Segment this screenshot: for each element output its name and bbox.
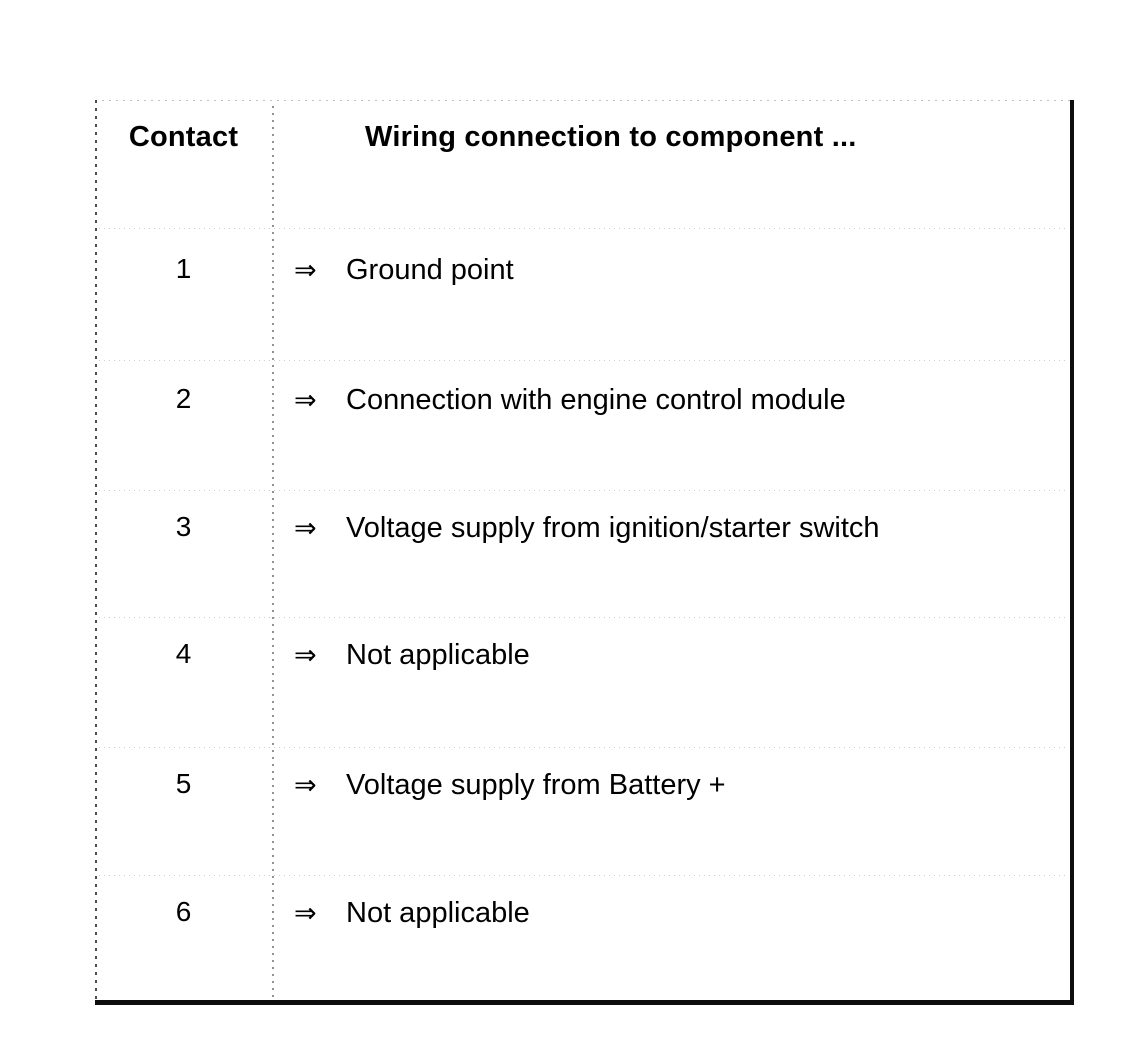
row-divider [99,360,1068,361]
row-divider [99,875,1068,876]
table-row: 4 ⇒ Not applicable [95,639,1070,671]
row-divider [99,228,1068,229]
table-row: 2 ⇒ Connection with engine control modul… [95,384,1070,416]
cell-contact-number: 6 [95,898,272,926]
table-row: 6 ⇒ Not applicable [95,897,1070,929]
contact-number: 3 [175,511,192,542]
table-row: 5 ⇒ Voltage supply from Battery + [95,769,1070,801]
table-border-bottom [95,1000,1074,1005]
cell-contact-number: 3 [95,513,272,541]
header-cell-contact: Contact [95,122,272,152]
wiring-description: Ground point [346,254,514,286]
table-row: 1 ⇒ Ground point [95,254,1070,286]
cell-contact-number: 2 [95,385,272,413]
table-header-row: Contact Wiring connection to component .… [95,121,1070,153]
row-divider [99,490,1068,491]
wiring-description: Not applicable [346,897,530,929]
contact-number: 4 [175,638,192,669]
cell-wiring-description: ⇒ Connection with engine control module [272,384,1070,416]
table-border-right [1070,100,1074,1005]
contact-number: 5 [175,768,192,799]
table-row: 3 ⇒ Voltage supply from ignition/starter… [95,512,1070,544]
wiring-description: Connection with engine control module [346,384,846,416]
contact-number: 1 [175,253,192,284]
row-divider [99,617,1068,618]
cell-contact-number: 1 [95,255,272,283]
wiring-description: Not applicable [346,639,530,671]
double-right-arrow-icon: ⇒ [294,640,317,671]
double-right-arrow-icon: ⇒ [294,385,317,416]
double-right-arrow-icon: ⇒ [294,513,317,544]
row-divider [99,747,1068,748]
double-right-arrow-icon: ⇒ [294,898,317,929]
contact-number: 6 [175,896,192,927]
column-divider [272,106,274,999]
cell-wiring-description: ⇒ Not applicable [272,639,1070,671]
contact-wiring-table: Contact Wiring connection to component .… [95,100,1074,1005]
contact-number: 2 [175,383,192,414]
cell-wiring-description: ⇒ Not applicable [272,897,1070,929]
cell-contact-number: 4 [95,640,272,668]
cell-contact-number: 5 [95,770,272,798]
table-border-left [95,100,97,1005]
wiring-description: Voltage supply from ignition/starter swi… [346,512,880,544]
double-right-arrow-icon: ⇒ [294,255,317,286]
wiring-description: Voltage supply from Battery + [346,769,726,801]
table-border-top [95,100,1074,101]
cell-wiring-description: ⇒ Voltage supply from Battery + [272,769,1070,801]
column-header-contact: Contact [128,121,239,153]
cell-wiring-description: ⇒ Ground point [272,254,1070,286]
header-cell-wiring: Wiring connection to component ... [272,121,1070,153]
double-right-arrow-icon: ⇒ [294,770,317,801]
cell-wiring-description: ⇒ Voltage supply from ignition/starter s… [272,512,1070,544]
column-header-wiring: Wiring connection to component ... [365,121,857,153]
